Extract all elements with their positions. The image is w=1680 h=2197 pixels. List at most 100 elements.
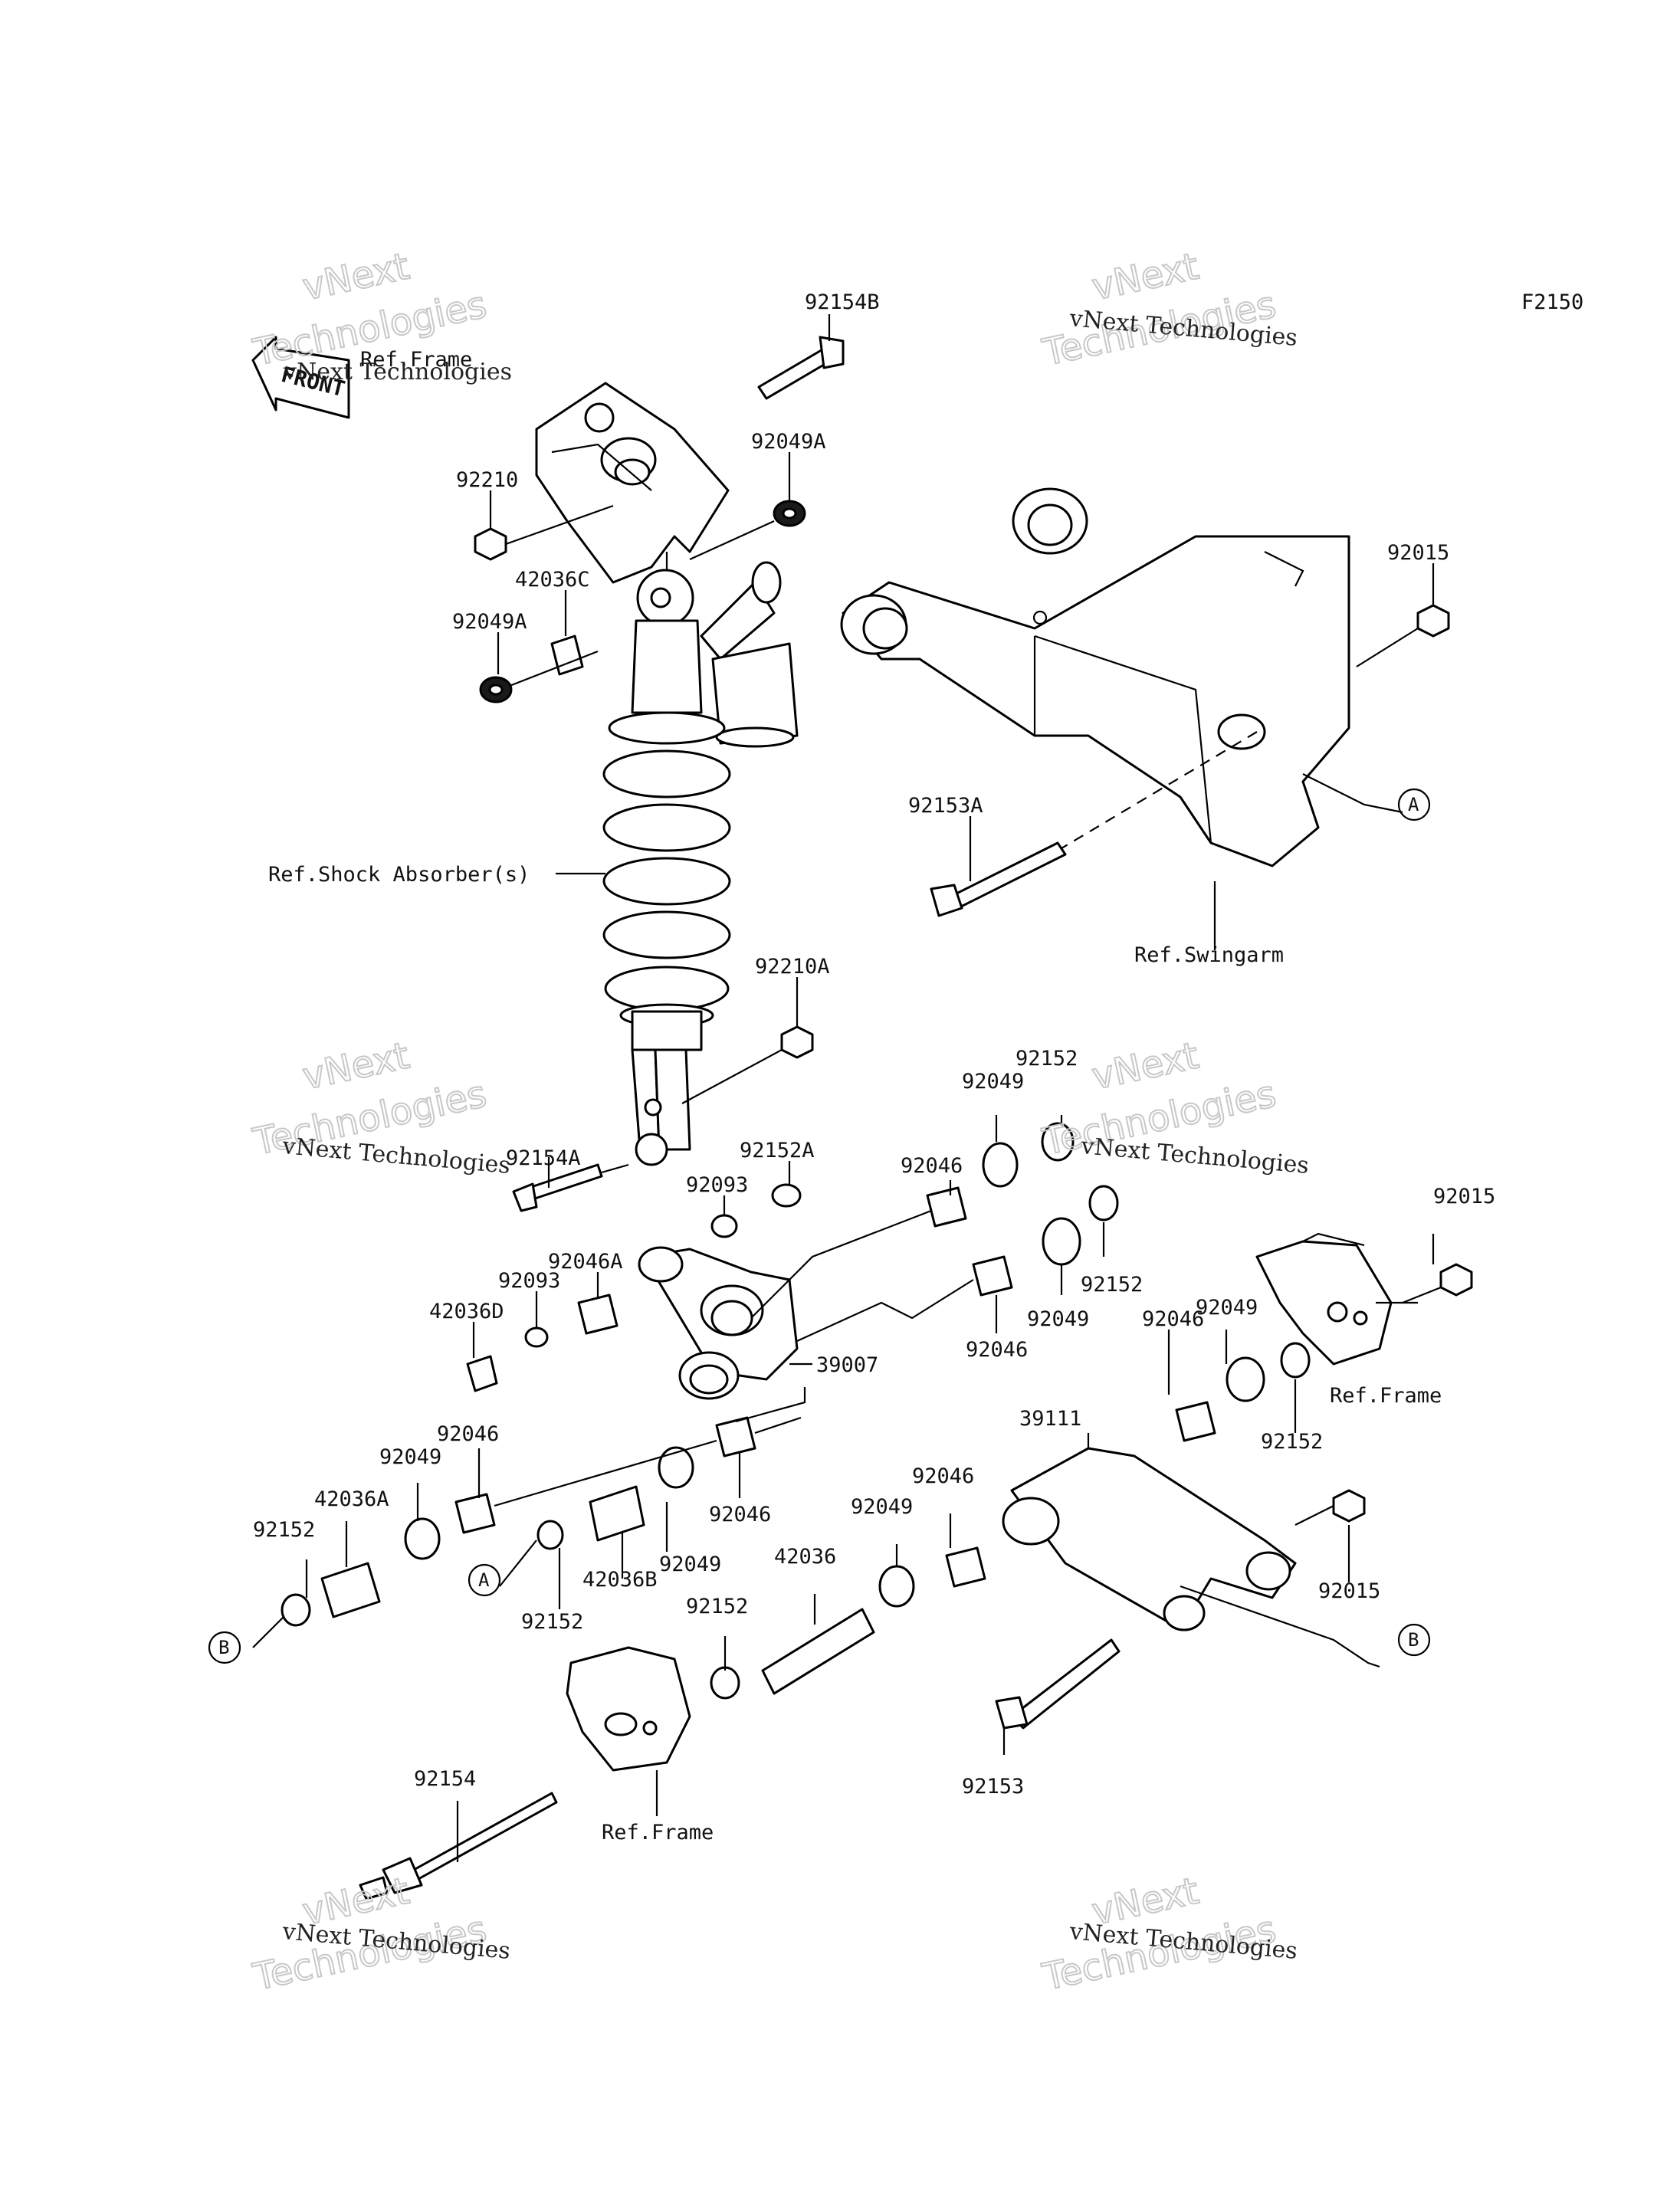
washer-92152-a bbox=[1041, 1122, 1075, 1162]
label-42036: 42036 bbox=[774, 1545, 836, 1569]
seal-92049-b bbox=[1042, 1217, 1081, 1266]
bolt-92153 bbox=[995, 1638, 1121, 1730]
leader-lines bbox=[252, 314, 1442, 1862]
marker-b-right: B bbox=[1408, 1629, 1419, 1651]
label-ref-swingarm: Ref.Swingarm bbox=[1134, 943, 1284, 967]
washer-92152-f bbox=[710, 1666, 740, 1700]
label-92152-top: 92152 bbox=[1016, 1047, 1078, 1071]
seal-92049-f bbox=[878, 1565, 915, 1608]
watermarks: vNext Technologies vNext Technologies vN… bbox=[248, 244, 1310, 1999]
label-ref-frame-top: Ref.Frame bbox=[360, 348, 472, 372]
label-92153A: 92153A bbox=[908, 794, 983, 818]
label-92152-right: 92152 bbox=[1081, 1273, 1143, 1297]
label-92152-link: 92152 bbox=[686, 1595, 748, 1618]
label-92153: 92153 bbox=[962, 1775, 1024, 1799]
seal-92049-a bbox=[982, 1142, 1019, 1188]
watermark-text-4: vNext Technologies bbox=[1079, 1133, 1310, 1179]
seal-92093-right bbox=[710, 1214, 738, 1238]
washer-92152-e bbox=[1280, 1342, 1311, 1379]
watermark-vnext-1: vNext bbox=[299, 244, 413, 309]
label-92154: 92154 bbox=[414, 1767, 476, 1791]
label-42036A: 42036A bbox=[314, 1487, 389, 1511]
label-92093-right: 92093 bbox=[686, 1173, 748, 1197]
label-92015-lower: 92015 bbox=[1318, 1579, 1380, 1603]
label-92049-mid: 92049 bbox=[659, 1553, 721, 1576]
figure-code: F2150 bbox=[1521, 290, 1583, 314]
front-arrow-icon: FRONT bbox=[251, 336, 350, 419]
bearing-92046-b bbox=[972, 1255, 1013, 1297]
bearing-92046A bbox=[577, 1294, 619, 1335]
washer-92152-d bbox=[536, 1520, 564, 1550]
washer-92152A bbox=[771, 1183, 802, 1208]
watermark-vnext-2: vNext bbox=[1088, 244, 1203, 309]
label-92049-far: 92049 bbox=[1196, 1296, 1258, 1320]
label-92015-mid: 92015 bbox=[1433, 1185, 1495, 1208]
shock-absorber bbox=[602, 561, 799, 1166]
marker-b-left: B bbox=[218, 1637, 229, 1658]
label-ref-frame-right: Ref.Frame bbox=[1330, 1384, 1442, 1408]
tie-rod-39111 bbox=[1002, 1447, 1297, 1631]
nut-92015-upper bbox=[1416, 604, 1450, 638]
label-92152-mid: 92152 bbox=[521, 1610, 583, 1634]
washer-92152-b bbox=[1088, 1185, 1119, 1221]
label-92152-far: 92152 bbox=[1261, 1430, 1323, 1454]
bolt-92154B bbox=[757, 336, 845, 400]
label-ref-shock: Ref.Shock Absorber(s) bbox=[268, 863, 530, 887]
label-39111: 39111 bbox=[1019, 1407, 1081, 1431]
bearing-92046-f bbox=[945, 1546, 986, 1588]
watermark-text-1: vNext Technologies bbox=[283, 359, 512, 385]
seal-92093-left bbox=[524, 1326, 549, 1348]
swingarm bbox=[840, 487, 1350, 867]
label-92046A: 92046A bbox=[548, 1250, 623, 1274]
marker-a-link: A bbox=[478, 1569, 490, 1591]
label-92046-link: 92046 bbox=[912, 1464, 974, 1488]
nut-92210A bbox=[780, 1025, 814, 1059]
label-92046-far: 92046 bbox=[1142, 1307, 1204, 1331]
collar-42036D bbox=[466, 1355, 498, 1392]
collar-42036 bbox=[761, 1608, 875, 1695]
label-92093-left: 92093 bbox=[498, 1269, 560, 1293]
collar-42036C bbox=[550, 635, 584, 676]
bearing-92046-e bbox=[1175, 1401, 1216, 1442]
seal-92049-d bbox=[658, 1446, 694, 1489]
nut-92015-lower bbox=[1332, 1489, 1366, 1523]
label-42036B: 42036B bbox=[582, 1568, 658, 1592]
label-92049-top: 92049 bbox=[962, 1070, 1024, 1094]
label-92154A: 92154A bbox=[506, 1146, 581, 1170]
upper-frame-bracket bbox=[535, 382, 730, 584]
bolt-92153A bbox=[930, 841, 1067, 917]
shock-spring bbox=[602, 711, 731, 1028]
label-92152-left: 92152 bbox=[253, 1518, 315, 1542]
bearing-92046-c bbox=[715, 1416, 756, 1458]
label-92046-right: 92046 bbox=[966, 1338, 1028, 1362]
label-92210A: 92210A bbox=[755, 955, 830, 979]
bolt-92154 bbox=[359, 1792, 558, 1900]
marker-a-swingarm: A bbox=[1408, 794, 1419, 815]
label-92046-top: 92046 bbox=[901, 1154, 963, 1178]
label-42036C: 42036C bbox=[515, 568, 590, 592]
bearing-92046-a bbox=[926, 1186, 967, 1228]
rocker-arm-39007 bbox=[638, 1246, 799, 1400]
seal-92049-c bbox=[404, 1517, 441, 1560]
label-92152A: 92152A bbox=[740, 1139, 815, 1162]
bearing-92046-d bbox=[454, 1493, 496, 1534]
lower-right-frame-bracket bbox=[1255, 1232, 1393, 1366]
label-92049A-upper: 92049A bbox=[751, 430, 826, 454]
small-parts bbox=[281, 500, 1473, 1700]
label-92210: 92210 bbox=[456, 468, 518, 492]
label-92015-upper: 92015 bbox=[1387, 541, 1449, 565]
seal-92049-e bbox=[1226, 1356, 1265, 1402]
label-ref-frame-lower: Ref.Frame bbox=[602, 1821, 714, 1844]
label-39007: 39007 bbox=[816, 1353, 878, 1377]
watermark-vnext-4: vNext bbox=[1088, 1034, 1203, 1098]
label-92049-left: 92049 bbox=[379, 1445, 441, 1469]
label-42036D: 42036D bbox=[429, 1300, 504, 1323]
part-labels: 92154B 92210 92049A 42036C 92049A 92015 … bbox=[253, 290, 1495, 1844]
nut-92015-mid bbox=[1439, 1263, 1473, 1297]
lower-left-frame-bracket bbox=[566, 1646, 691, 1772]
bolt-92154A bbox=[512, 1163, 603, 1212]
callout-markers: A A B B bbox=[208, 788, 1431, 1664]
label-92046-mid: 92046 bbox=[709, 1503, 771, 1526]
nut-92210 bbox=[474, 527, 507, 561]
